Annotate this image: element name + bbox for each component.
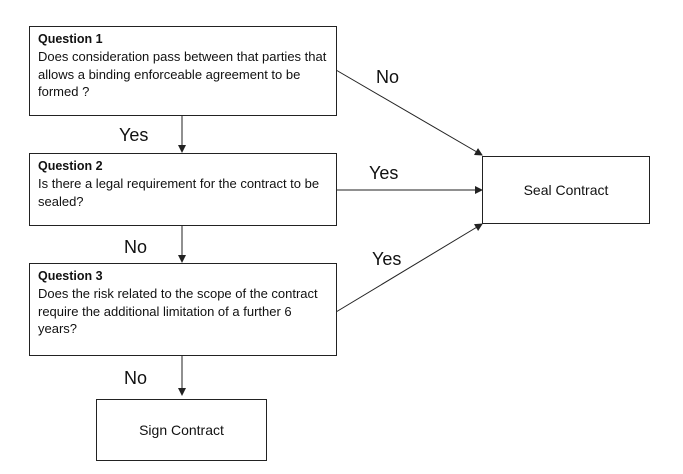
edge-label-q1-to-seal: No	[376, 67, 400, 87]
question-3-text: Does the risk related to the scope of th…	[38, 286, 318, 336]
edge-label-q2-to-seal: Yes	[369, 163, 399, 183]
sign-contract-label: Sign Contract	[139, 422, 224, 438]
question-2-box: Question 2 Is there a legal requirement …	[29, 153, 337, 226]
edge-label-q3-to-seal: Yes	[372, 249, 402, 269]
edge-label-q1-to-q2: Yes	[119, 125, 149, 145]
seal-contract-box: Seal Contract	[482, 156, 650, 224]
sign-contract-box: Sign Contract	[96, 399, 267, 461]
edge-label-q2-to-q3: No	[124, 237, 148, 257]
question-1-box: Question 1 Does consideration pass betwe…	[29, 26, 337, 116]
question-1-title: Question 1	[38, 32, 103, 46]
arrow-q1-to-seal	[335, 69, 483, 156]
question-1-text: Does consideration pass between that par…	[38, 49, 327, 99]
question-3-title: Question 3	[38, 269, 103, 283]
seal-contract-label: Seal Contract	[523, 182, 609, 198]
question-2-title: Question 2	[38, 159, 103, 173]
edge-label-q3-to-sign: No	[124, 368, 148, 388]
question-2-text: Is there a legal requirement for the con…	[38, 176, 320, 209]
question-3-box: Question 3 Does the risk related to the …	[29, 263, 337, 356]
arrow-q3-to-seal	[335, 223, 483, 313]
